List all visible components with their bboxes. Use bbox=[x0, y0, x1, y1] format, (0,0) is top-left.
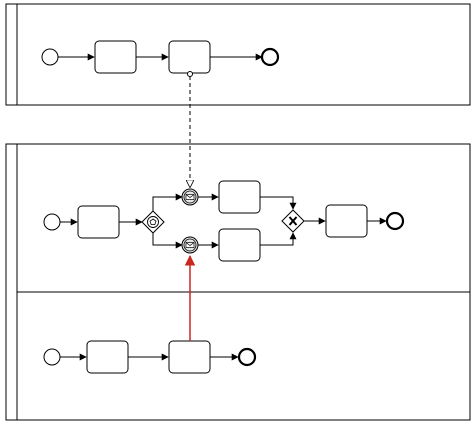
lane-lower-end-event[interactable] bbox=[237, 347, 257, 367]
lane-upper-task-3[interactable] bbox=[218, 228, 261, 262]
sequence-flow[interactable] bbox=[152, 193, 183, 211]
top-task-1[interactable] bbox=[94, 40, 137, 74]
envelope-icon bbox=[185, 242, 195, 248]
pentagon-icon bbox=[149, 218, 157, 226]
lane-lower-start-event[interactable] bbox=[43, 348, 61, 366]
top-end-event[interactable] bbox=[260, 47, 280, 67]
sequence-flow[interactable] bbox=[152, 233, 183, 249]
message-catch-event-1[interactable] bbox=[181, 188, 199, 206]
top-start-event[interactable] bbox=[41, 48, 59, 66]
lane-lower-task-1[interactable] bbox=[86, 340, 129, 374]
message-flow-dashed[interactable] bbox=[187, 71, 193, 188]
exclusive-gateway[interactable] bbox=[281, 209, 305, 233]
lane-upper-task-4[interactable] bbox=[325, 204, 368, 238]
lane-upper-task-2[interactable] bbox=[218, 180, 261, 214]
sequence-flow[interactable] bbox=[260, 232, 297, 246]
lane-upper-task-1[interactable] bbox=[77, 205, 120, 239]
top-task-2[interactable] bbox=[168, 40, 211, 74]
event-based-gateway[interactable] bbox=[141, 210, 165, 234]
envelope-icon bbox=[185, 194, 195, 200]
sequence-flow[interactable] bbox=[260, 196, 297, 210]
lane-upper-flows bbox=[60, 193, 387, 249]
pool-top bbox=[5, 3, 471, 106]
lane-upper-start-event[interactable] bbox=[43, 213, 61, 231]
x-icon bbox=[288, 216, 298, 226]
lane-lower-task-2[interactable] bbox=[168, 340, 211, 374]
lane-upper-end-event[interactable] bbox=[385, 211, 405, 231]
message-catch-event-2[interactable] bbox=[181, 236, 199, 254]
message-flow-origin bbox=[187, 71, 193, 77]
